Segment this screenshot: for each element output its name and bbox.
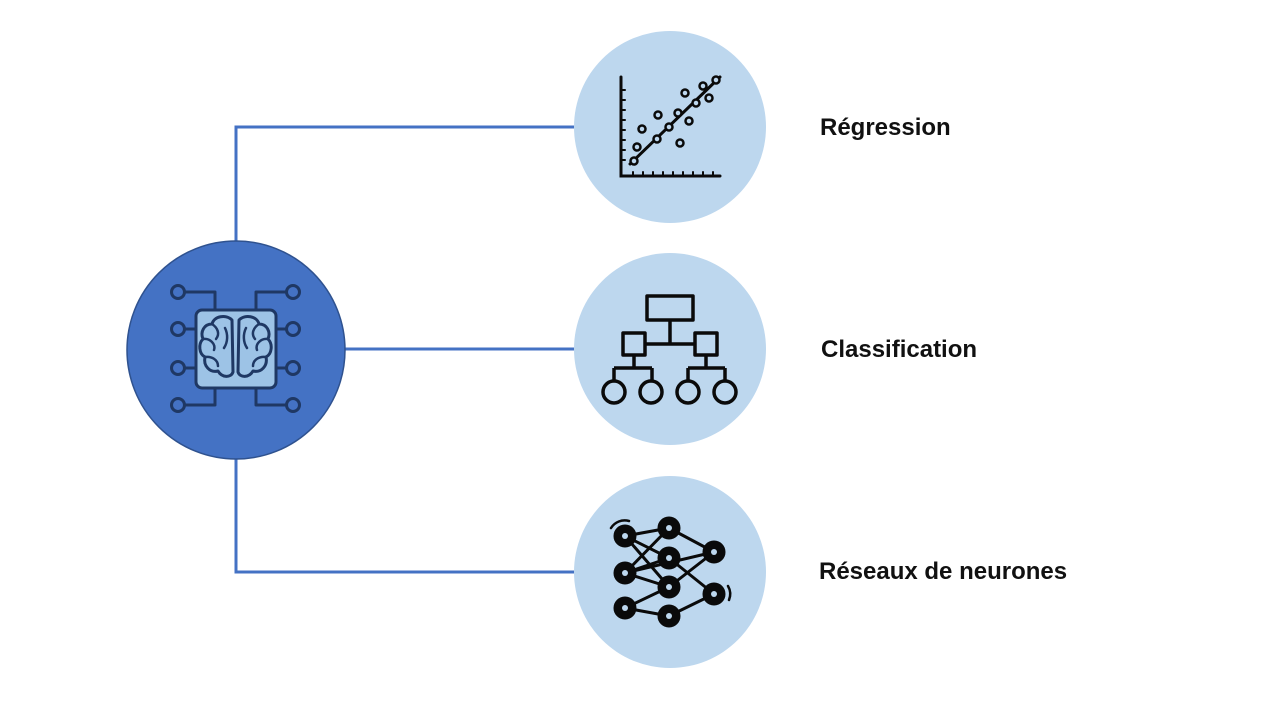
hierarchy-tree-icon — [601, 294, 738, 405]
label-neural-networks: Réseaux de neurones — [819, 558, 1068, 585]
label-regression: Régression — [820, 114, 951, 141]
neural-network-icon — [609, 516, 732, 628]
neural-network-circle — [574, 476, 766, 668]
classification-circle — [574, 253, 766, 445]
regression-scatter-icon — [619, 75, 722, 178]
connectors — [234, 125, 574, 574]
connector-regression — [234, 125, 574, 241]
branch-node-neural-network — [574, 476, 766, 668]
label-classification: Classification — [821, 336, 978, 363]
connector-neural-network — [234, 459, 574, 574]
hub-node — [126, 240, 346, 460]
branch-node-regression — [574, 31, 766, 223]
branch-node-classification — [574, 253, 766, 445]
brain-chip-icon — [170, 284, 301, 413]
